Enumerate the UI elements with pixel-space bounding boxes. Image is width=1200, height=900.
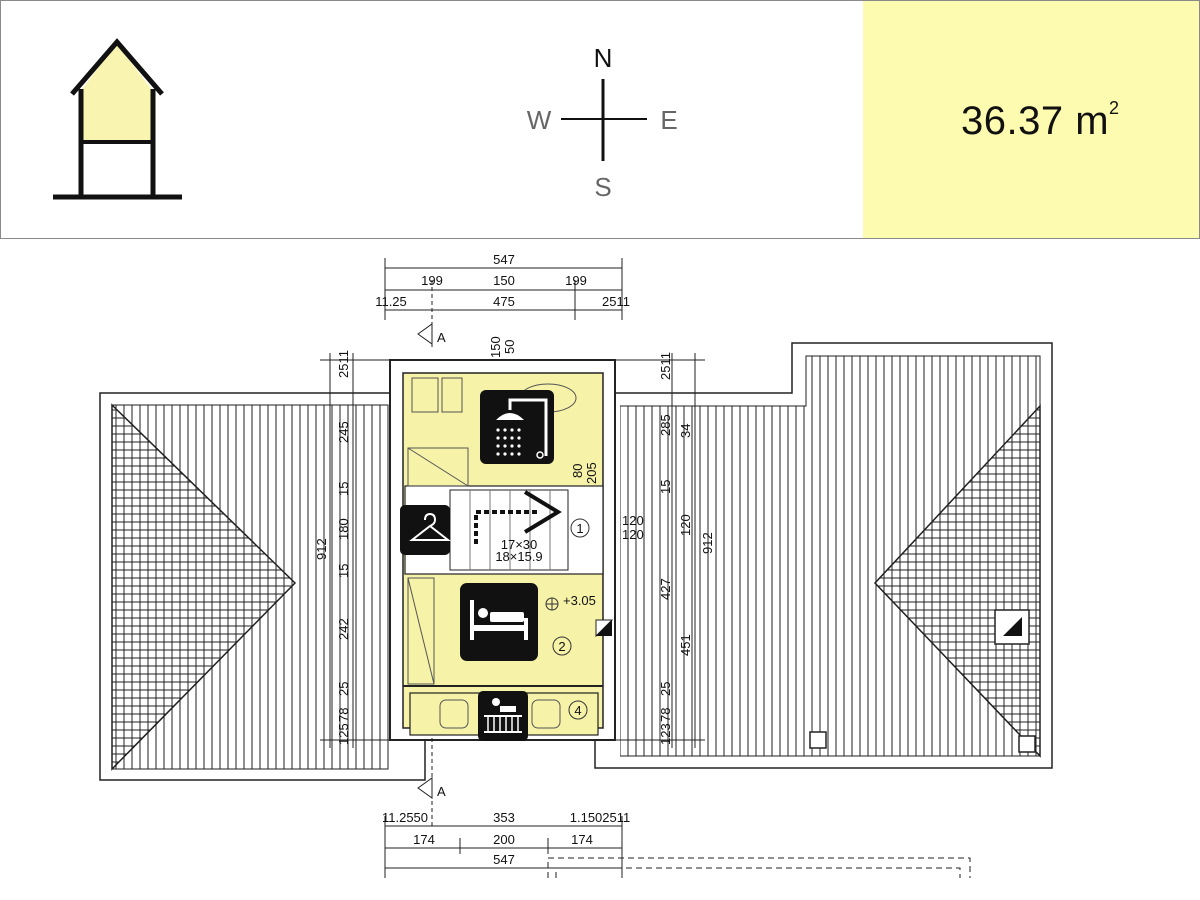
dim-bottom-mid-top: 353 <box>493 810 515 825</box>
dim-left-3: 180 <box>336 518 351 540</box>
dim-205: 205 <box>584 462 599 484</box>
top-dimensions <box>384 258 623 348</box>
compass-south: S <box>594 172 611 202</box>
dim-120a: 120 <box>622 513 644 528</box>
area-panel <box>863 1 1199 238</box>
dim-top-total: 547 <box>493 252 515 267</box>
section-label-top: A <box>437 330 446 345</box>
level-mark: +3.05 <box>563 593 596 608</box>
dim-right-1: 285 <box>658 414 673 436</box>
floor-plan: 17×30 18×15.9 1 2 4 +3.05 80 205 120 120… <box>99 252 1053 878</box>
dim-bottom-left: 174 <box>413 832 435 847</box>
stair-size-label: 17×30 <box>501 537 538 552</box>
dim-left-2: 15 <box>336 482 351 496</box>
dim-left-5: 912 <box>314 538 329 560</box>
left-roof <box>99 392 426 781</box>
dim-left-9: 125 <box>336 723 351 745</box>
dim-left-8: 78 <box>336 708 351 722</box>
dim-150: 150 <box>488 336 503 358</box>
dim-right-3: 15 <box>658 480 673 494</box>
dim-top-edge-left: 11.25 <box>375 294 407 309</box>
compass-west: W <box>527 105 552 135</box>
dim-right-2: 34 <box>678 424 693 438</box>
dim-bottom-edge-right: 1.1502511 <box>570 810 631 825</box>
floor-area-value: 36.37 m <box>961 99 1110 143</box>
dim-right-9: 78 <box>658 708 673 722</box>
shower-icon <box>480 390 554 464</box>
compass-east: E <box>660 105 677 135</box>
dim-right-5: 912 <box>700 532 715 554</box>
dim-left-0: 2511 <box>336 350 351 378</box>
staircase: 17×30 18×15.9 <box>449 489 569 571</box>
dim-bottom-right: 174 <box>571 832 593 847</box>
dim-top-left: 199 <box>421 273 443 288</box>
room-number-4: 4 <box>574 703 581 718</box>
house-section-icon <box>53 38 182 200</box>
hanger-icon <box>400 505 451 555</box>
dim-left-1: 245 <box>336 421 351 443</box>
dim-top-right: 199 <box>565 273 587 288</box>
bed-icon <box>460 583 538 661</box>
header-panel: N W E S 36.37 m2 <box>0 0 1200 239</box>
dim-left-4: 15 <box>336 564 351 578</box>
right-dimensions <box>615 353 705 748</box>
dim-120b: 120 <box>622 527 644 542</box>
dim-right-10: 123 <box>658 723 673 745</box>
room-number-2: 2 <box>558 639 565 654</box>
compass-north: N <box>594 43 613 73</box>
dim-50: 50 <box>502 340 517 354</box>
dim-top-inner: 475 <box>493 294 515 309</box>
floor-area-unit-exp: 2 <box>1109 97 1120 118</box>
dim-right-6: 427 <box>658 578 673 600</box>
dim-right-8: 25 <box>658 682 673 696</box>
dim-right-4: 120 <box>678 514 693 536</box>
dim-left-6: 242 <box>336 618 351 640</box>
section-mark-top: A <box>417 323 446 345</box>
dim-bottom-total: 547 <box>493 852 515 867</box>
section-mark-bottom: A <box>417 738 446 828</box>
dim-bottom-center: 200 <box>493 832 515 847</box>
left-dimensions <box>320 353 390 748</box>
crib-icon <box>478 691 528 741</box>
dim-top-edge-right: 2511 <box>602 294 630 309</box>
dim-left-7: 25 <box>336 682 351 696</box>
compass-rose: N W E S <box>527 43 678 202</box>
bottom-dimensions <box>384 816 971 878</box>
section-label-bottom: A <box>437 784 446 799</box>
dim-right-7: 451 <box>678 634 693 656</box>
floor-area: 36.37 m2 <box>961 97 1120 144</box>
dim-right-0: 2511 <box>658 352 673 380</box>
right-roof <box>594 342 1053 769</box>
dim-bottom-edge-left: 11.2550 <box>382 810 428 825</box>
stair-rise-label: 18×15.9 <box>495 549 542 564</box>
dim-top-mid: 150 <box>493 273 515 288</box>
room-number-1: 1 <box>576 521 583 536</box>
dim-80: 80 <box>570 464 585 478</box>
